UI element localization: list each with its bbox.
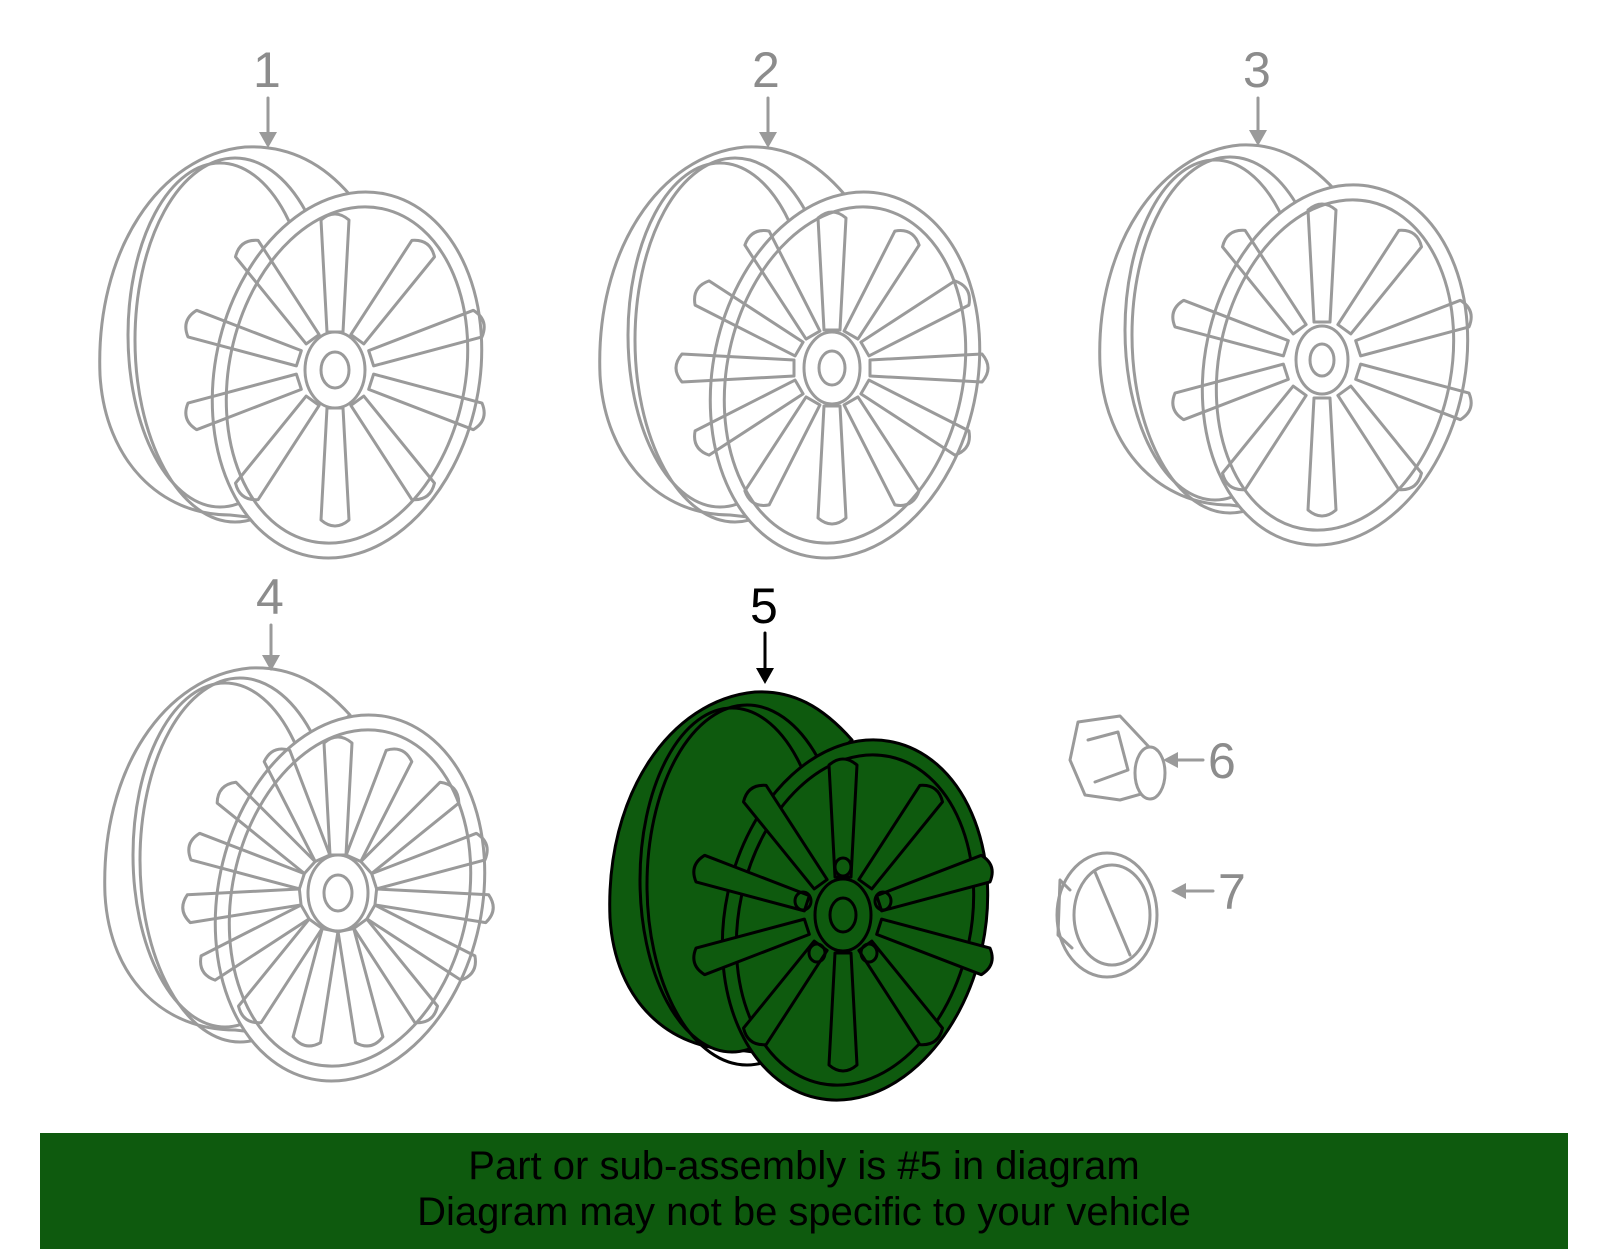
callout-1: 1 xyxy=(253,42,281,148)
svg-text:3: 3 xyxy=(1243,42,1271,98)
callout-4: 4 xyxy=(256,569,284,671)
wheel-1[interactable] xyxy=(98,145,515,584)
wheel-2[interactable] xyxy=(598,145,1013,584)
svg-text:5: 5 xyxy=(750,578,778,634)
banner-line-1: Part or sub-assembly is #5 in diagram xyxy=(468,1144,1140,1188)
wheel-5-highlighted[interactable] xyxy=(608,690,1020,1125)
svg-text:2: 2 xyxy=(752,42,780,98)
svg-text:4: 4 xyxy=(256,569,284,625)
callout-7: 7 xyxy=(1171,864,1246,920)
svg-text:1: 1 xyxy=(253,42,281,98)
info-banner: Part or sub-assembly is #5 in diagram Di… xyxy=(40,1133,1568,1249)
wheel-3[interactable] xyxy=(1098,143,1500,570)
center-cap-part-7[interactable] xyxy=(1055,851,1159,979)
callout-5: 5 xyxy=(750,578,778,684)
lug-nut-part-6[interactable] xyxy=(1068,714,1167,802)
callout-2: 2 xyxy=(752,42,780,148)
wheel-4[interactable] xyxy=(103,666,518,1107)
svg-text:7: 7 xyxy=(1218,864,1246,920)
callout-6: 6 xyxy=(1163,733,1236,789)
callout-3: 3 xyxy=(1243,42,1271,146)
banner-line-2: Diagram may not be specific to your vehi… xyxy=(417,1190,1191,1234)
svg-text:6: 6 xyxy=(1208,733,1236,789)
